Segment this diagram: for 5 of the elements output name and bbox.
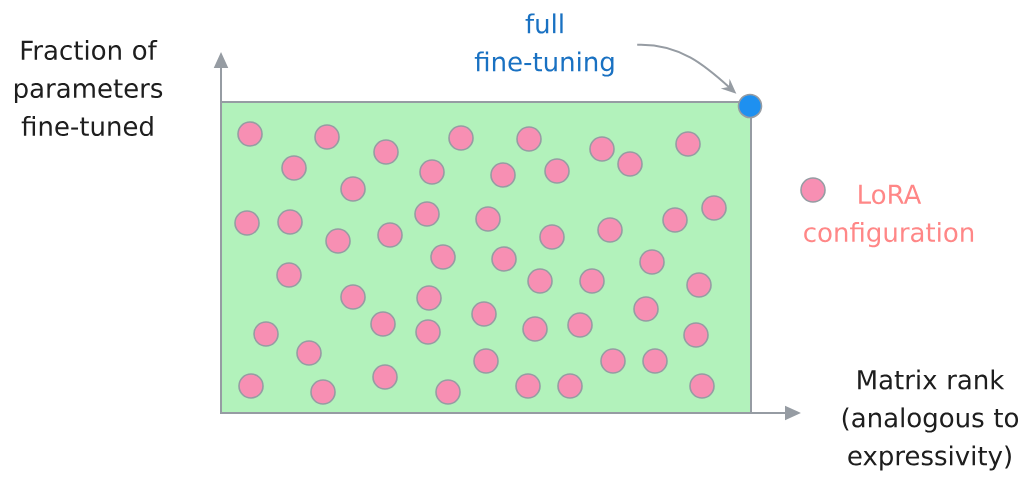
axis-label: Fraction of parameters fine-tuned <box>15 39 163 137</box>
annotation-text: full fine-tuning <box>474 13 614 77</box>
legend-label: LoRA configuration <box>804 184 974 248</box>
axis-label: Matrix rank (analogous to expressivity) <box>842 369 1018 471</box>
marker-dot <box>737 93 763 119</box>
